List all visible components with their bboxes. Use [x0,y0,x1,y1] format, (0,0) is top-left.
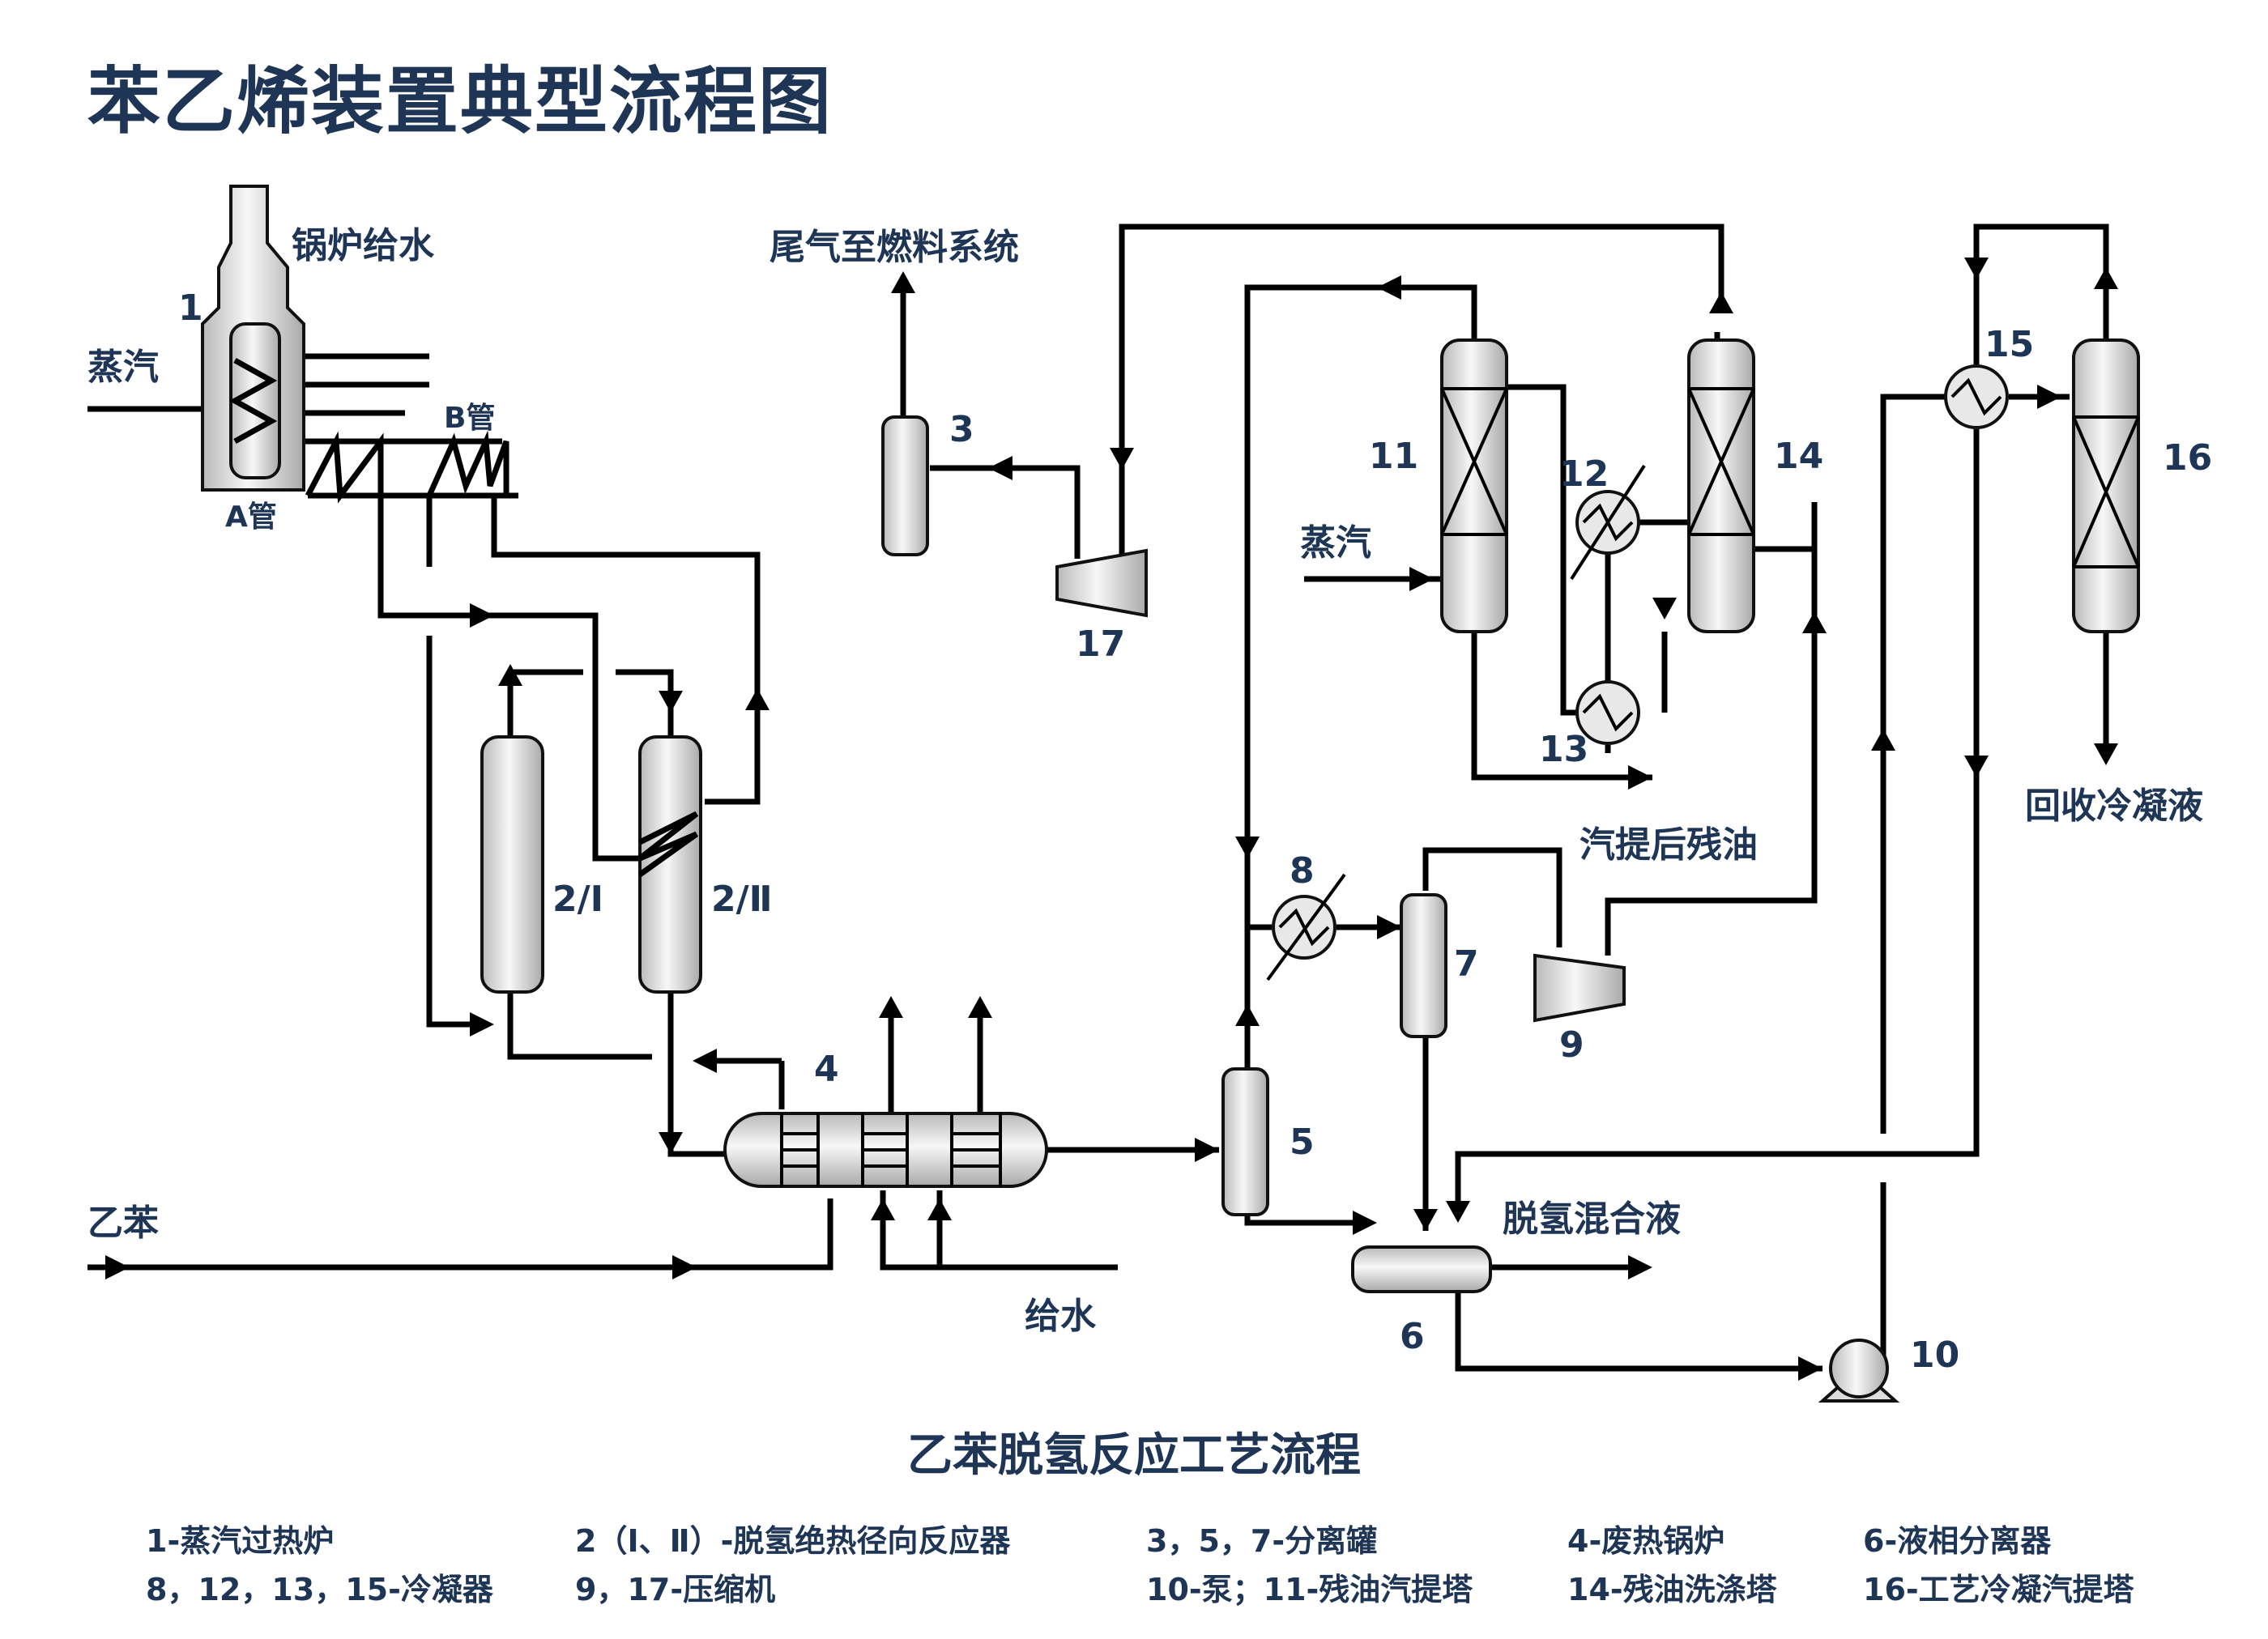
scrubber-column-14 [1687,338,1755,633]
number-16: 16 [2163,437,2212,479]
number-17: 17 [1076,624,1125,665]
label-tube-b: B管 [444,402,495,435]
number-8: 8 [1290,850,1315,892]
number-2-i: 2/Ⅰ [552,879,603,920]
number-11: 11 [1369,436,1418,477]
number-6: 6 [1400,1316,1425,1357]
process-pipes [87,224,2109,1372]
diagram-subtitle: 乙苯脱氢反应工艺流程 [907,1429,1361,1482]
separator-5 [1221,1067,1269,1216]
legend-item: 3，5，7-分离罐 [1146,1523,1378,1559]
legend-item: 10-泵；11-残油汽提塔 [1146,1572,1473,1607]
compressor-17 [1055,548,1148,618]
number-1: 1 [178,287,203,329]
number-9: 9 [1559,1024,1584,1066]
label-ethylbenzene: 乙苯 [87,1203,159,1244]
liquid-phase-separator [1351,1245,1492,1293]
diagram-title: 苯乙烯装置典型流程图 [87,59,833,144]
condenser-8 [1266,873,1346,981]
legend-item: 8，12，13，15-冷凝器 [146,1572,493,1607]
legend-item: 16-工艺冷凝汽提塔 [1863,1572,2134,1607]
compressor-9 [1533,953,1626,1023]
number-15: 15 [1985,324,2034,365]
condensate-stripper-16 [2072,338,2140,633]
stripper-column-11 [1440,338,1508,633]
number-14: 14 [1774,436,1823,477]
number-3: 3 [949,409,974,450]
separator-3 [881,415,929,556]
number-5: 5 [1290,1122,1315,1163]
label-dehydro-mixture: 脱氢混合液 [1503,1198,1681,1240]
pump-10 [1818,1339,1900,1403]
label-steam-in: 蒸汽 [87,347,159,388]
legend-item: 1-蒸汽过热炉 [146,1523,335,1559]
condenser-13 [1575,680,1640,745]
label-steam-11: 蒸汽 [1300,522,1371,564]
number-2-ii: 2/Ⅱ [711,879,773,920]
number-13: 13 [1539,729,1588,770]
number-10: 10 [1910,1335,1959,1376]
legend-item: 9，17-压缩机 [575,1572,776,1607]
separator-7 [1400,893,1447,1038]
label-recovered-condensate: 回收冷凝液 [2025,785,2203,827]
condenser-15 [1944,364,2009,429]
number-7: 7 [1454,943,1479,985]
label-boiler-feed-water: 锅炉给水 [292,225,435,266]
waste-heat-boiler [723,1112,1048,1188]
reactor-2-ii [637,735,702,994]
label-tail-gas: 尾气至燃料系统 [770,227,1019,268]
label-feed-water: 给水 [1025,1296,1097,1337]
legend-item: 6-液相分离器 [1863,1523,2052,1559]
legend-item: 14-残油洗涤塔 [1567,1572,1777,1607]
flow-arrows [105,258,2118,1381]
number-12: 12 [1559,453,1609,495]
label-stripped-oil: 汽提后残油 [1580,824,1758,866]
condenser-12 [1570,464,1646,581]
label-tube-a: A管 [225,500,277,534]
steam-superheater-furnace [201,185,305,492]
legend-item: 2（Ⅰ、Ⅱ）-脱氢绝热径向反应器 [575,1523,1011,1559]
number-4: 4 [814,1049,839,1090]
reactor-2-i [480,735,544,994]
legend-item: 4-废热锅炉 [1567,1523,1725,1559]
